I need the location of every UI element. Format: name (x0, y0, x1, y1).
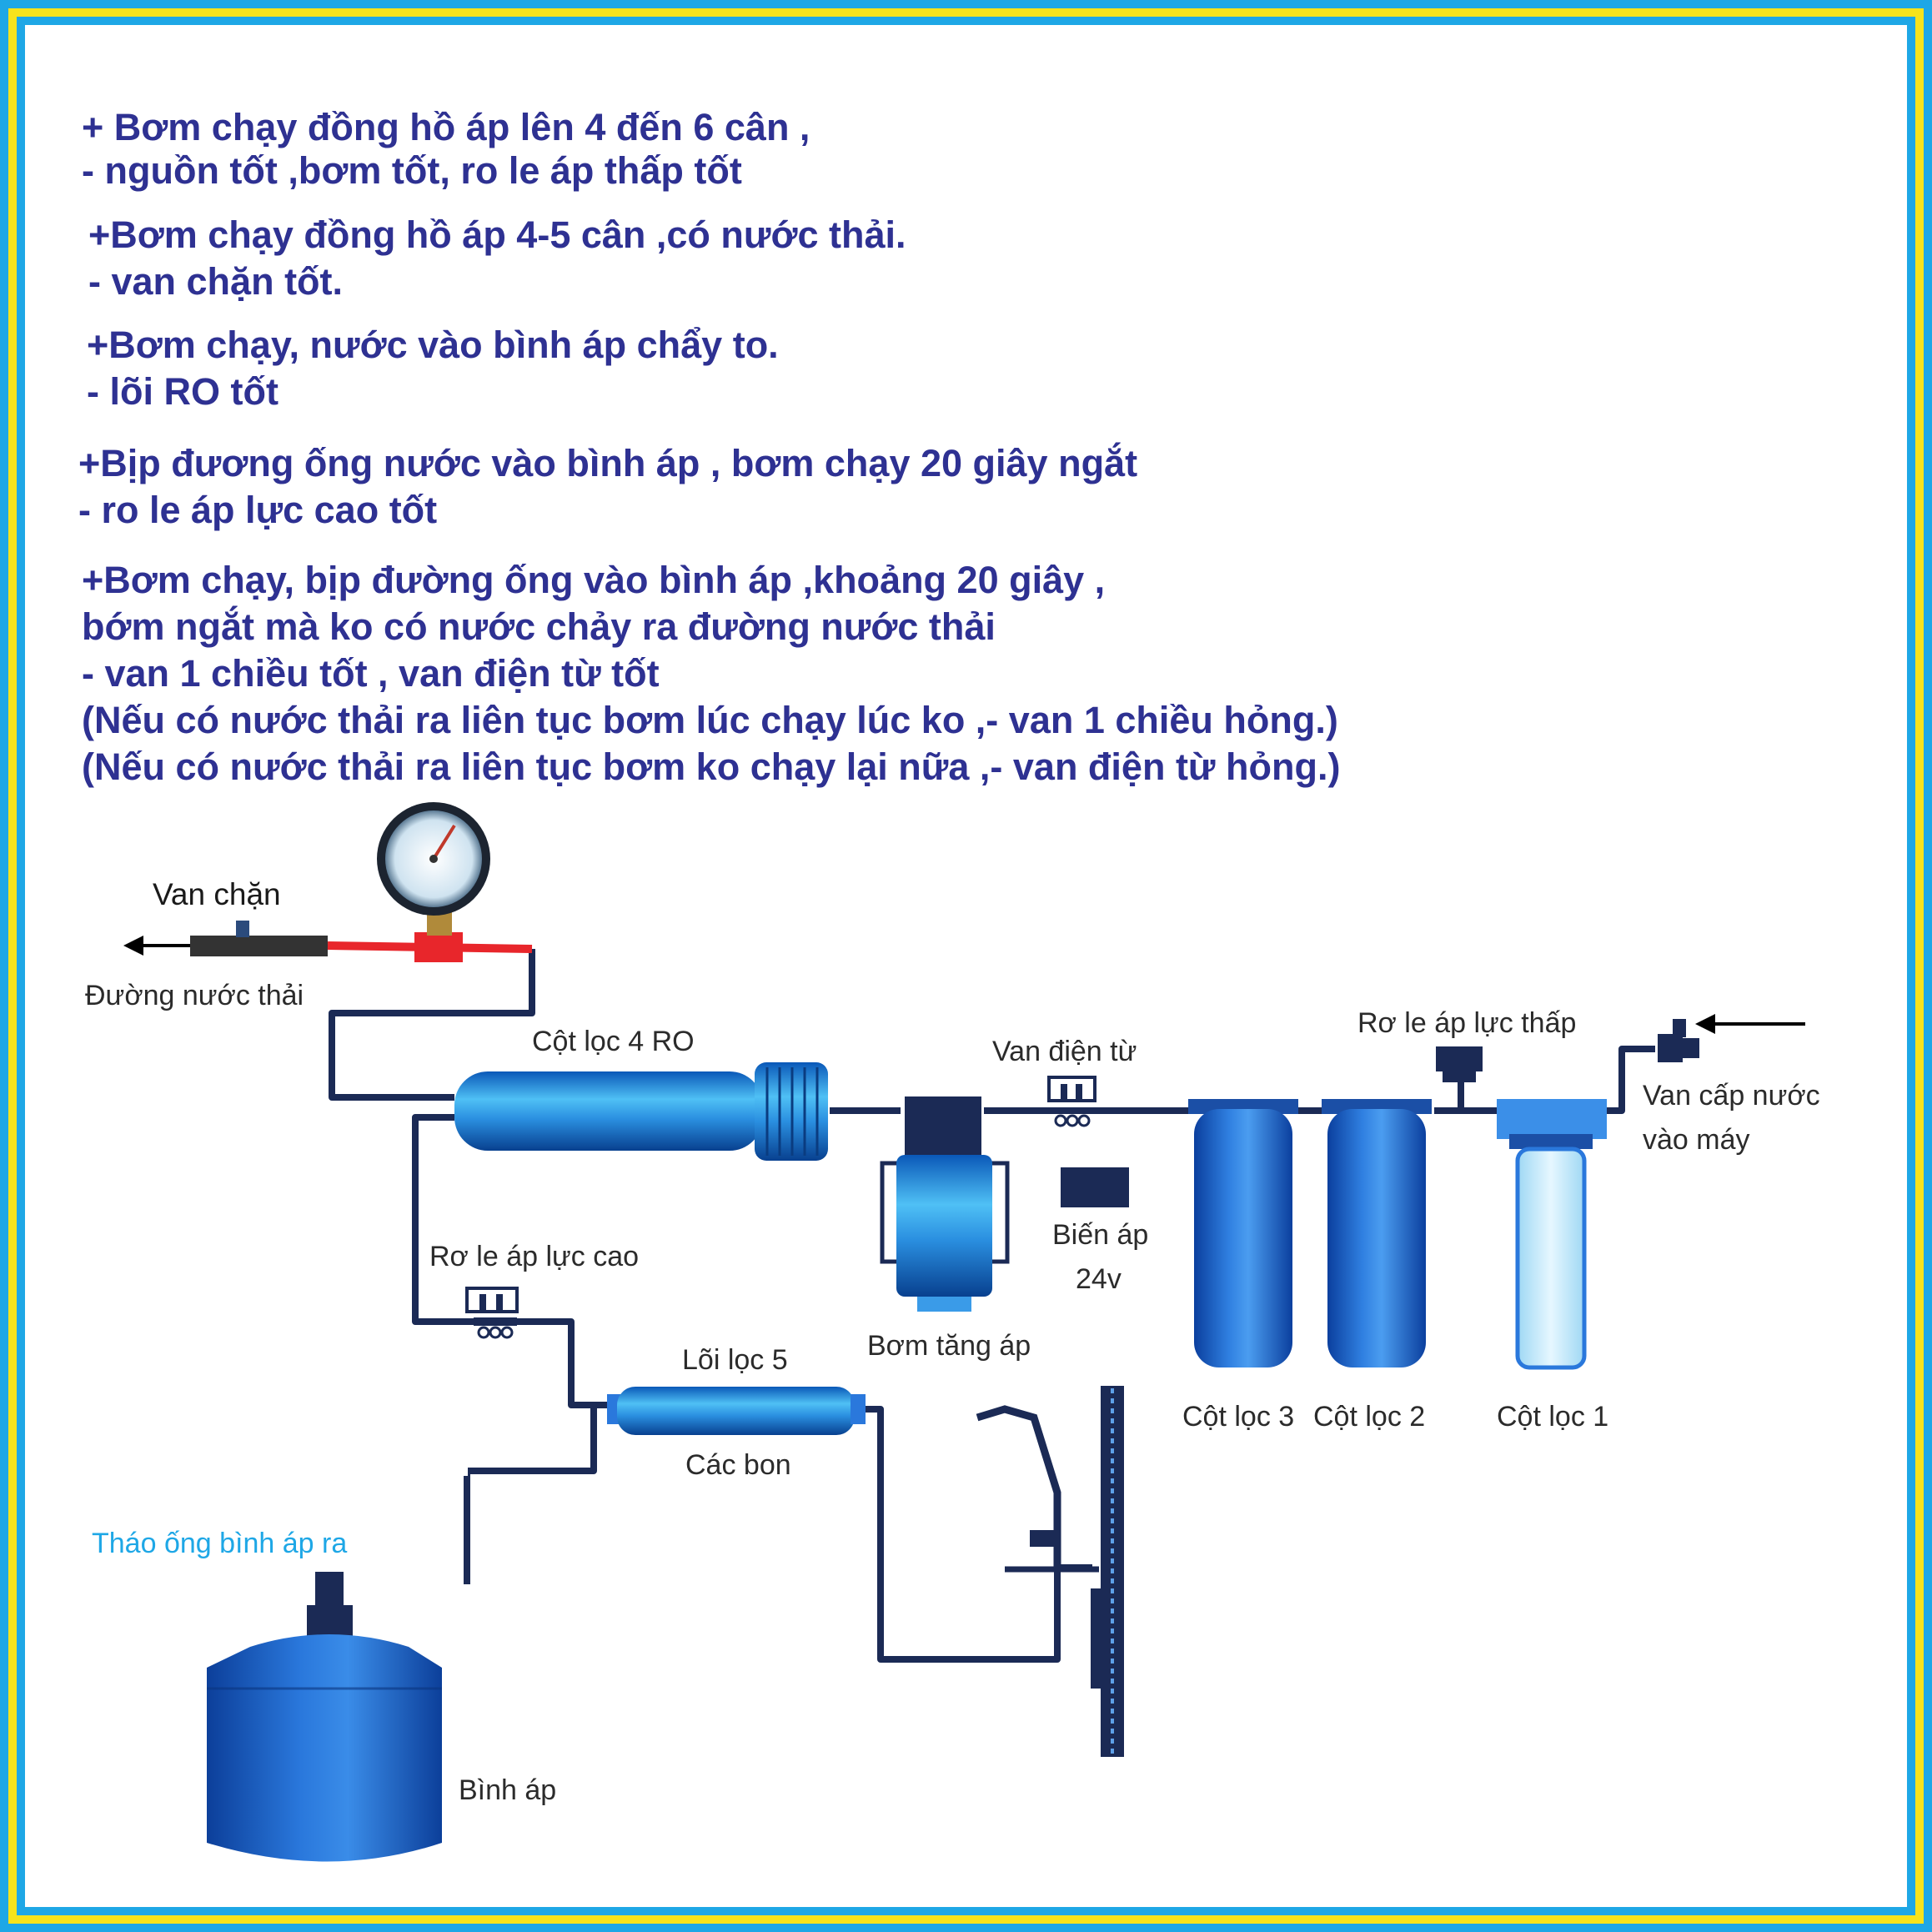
note-4-line-2: - ro le áp lực cao tốt (78, 489, 438, 531)
middle-frame (8, 8, 1924, 1924)
filter-column-1 (1497, 1099, 1607, 1370)
note-5: +Bơm chạy, bịp đường ống vào bình áp ,kh… (82, 557, 1340, 790)
label-van-dien-tu: Van điện từ (992, 1036, 1137, 1067)
label-cot-loc-4: Cột lọc 4 RO (532, 1026, 695, 1057)
pressure-gauge (377, 802, 490, 936)
note-2: +Bơm chạy đồng hồ áp 4-5 cân ,có nước th… (88, 212, 906, 305)
label-vao-may: vào máy (1643, 1124, 1750, 1156)
label-cot-loc-1: Cột lọc 1 (1497, 1401, 1608, 1433)
label-bien-ap-24v: 24v (1076, 1263, 1122, 1295)
label-bien-ap: Biến áp (1052, 1219, 1148, 1251)
inlet-valve (1658, 1019, 1699, 1062)
booster-pump (880, 1096, 1010, 1312)
counter-post (1101, 1386, 1124, 1757)
inner-frame (17, 17, 1915, 1915)
note-2-line-1: +Bơm chạy đồng hồ áp 4-5 cân ,có nước th… (88, 213, 906, 256)
note-5-line-3: - van 1 chiều tốt , van điện từ tốt (82, 652, 660, 695)
label-ro-le-ap-cao: Rơ le áp lực cao (429, 1241, 639, 1272)
note-2-line-2: - van chặn tốt. (88, 260, 344, 303)
solenoid-valve (1047, 1076, 1096, 1127)
note-1-line-2: - nguồn tốt ,bơm tốt, ro le áp thấp tốt (82, 149, 742, 192)
tee-fitting (414, 932, 463, 962)
inlet-arrow-head (1695, 1014, 1715, 1034)
label-van-cap-nuoc: Van cấp nước (1643, 1080, 1820, 1112)
faucet (976, 1405, 1101, 1689)
label-cac-bon: Các bon (685, 1449, 791, 1481)
ro-membrane-housing (454, 1062, 828, 1161)
filter-column-2 (1322, 1099, 1432, 1367)
label-binh-ap: Bình áp (459, 1774, 556, 1806)
label-van-chan: Van chặn (153, 877, 281, 911)
label-ro-le-ap-thap: Rơ le áp lực thấp (1357, 1007, 1576, 1039)
note-5-line-1: +Bơm chạy, bịp đường ống vào bình áp ,kh… (82, 559, 1106, 601)
low-pressure-switch (1436, 1046, 1483, 1082)
label-cot-loc-2: Cột lọc 2 (1313, 1401, 1425, 1433)
transformer-box (1061, 1167, 1129, 1207)
label-bom-tang-ap: Bơm tăng áp (867, 1330, 1031, 1362)
waste-valve-pipe (190, 936, 328, 956)
shutoff-valve-handle (236, 921, 249, 937)
label-loi-loc-5: Lõi lọc 5 (682, 1344, 788, 1376)
carbon-filter (607, 1387, 866, 1435)
note-5-line-2: bớm ngắt mà ko có nước chảy ra đường nướ… (82, 605, 996, 648)
note-1-line-1: + Bơm chạy đồng hồ áp lên 4 đến 6 cân , (82, 106, 810, 148)
note-5-line-5: (Nếu có nước thải ra liên tục bơm ko chạ… (82, 745, 1341, 788)
pressure-tank (207, 1451, 468, 1862)
note-4: +Bịp đương ống nước vào bình áp , bơm ch… (78, 440, 1137, 534)
filter-column-3 (1188, 1099, 1298, 1367)
label-thao-ong: Tháo ống bình áp ra (92, 1528, 347, 1559)
note-4-line-1: +Bịp đương ống nước vào bình áp , bơm ch… (78, 442, 1138, 484)
label-duong-nuoc-thai: Đường nước thải (85, 980, 304, 1011)
high-pressure-switch (465, 1287, 519, 1339)
waste-arrow-head (123, 936, 143, 956)
note-3: +Bơm chạy, nước vào bình áp chẩy to. - l… (87, 322, 779, 415)
note-3-line-2: - lõi RO tốt (87, 370, 279, 413)
note-5-line-4: (Nếu có nước thải ra liên tục bơm lúc ch… (82, 699, 1338, 741)
label-cot-loc-3: Cột lọc 3 (1182, 1401, 1294, 1433)
note-3-line-1: +Bơm chạy, nước vào bình áp chẩy to. (87, 324, 779, 366)
note-1: + Bơm chạy đồng hồ áp lên 4 đến 6 cân , … (82, 106, 810, 193)
